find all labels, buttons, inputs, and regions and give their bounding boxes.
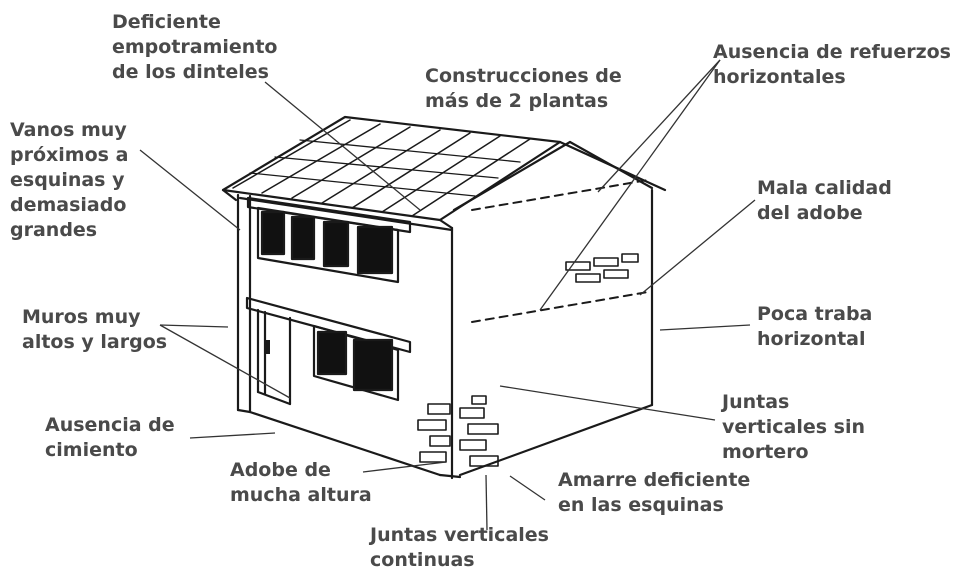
label-line: Deficiente [112,11,221,33]
label-ausencia-cimiento: Ausencia de cimiento [45,413,175,463]
mid-lintel [245,296,412,354]
wall-bricks [565,253,639,283]
label-line: grandes [10,219,98,241]
reinforcement-lines [471,179,649,323]
label-line: Juntas [722,391,790,413]
label-line: próximos a [10,144,129,166]
lower-window [312,324,400,402]
label-line: del adobe [757,202,863,224]
label-line: Mala calidad [757,177,892,199]
label-line: de los dinteles [112,61,269,83]
label-line: cimiento [45,439,138,461]
label-line: Muros muy [22,306,141,328]
label-muros-altos: Muros muy altos y largos [22,305,167,355]
label-line: esquinas y [10,169,125,191]
label-line: Construcciones de [425,65,622,87]
leader-lines [139,59,756,531]
label-line: mucha altura [230,484,372,506]
label-line: Poca traba [757,303,873,325]
front-wall [236,193,454,480]
label-amarre-deficiente: Amarre deficiente en las esquinas [558,468,750,518]
label-line: Juntas verticales [370,524,549,546]
roof [221,115,667,230]
label-line: en las esquinas [558,494,724,516]
label-line: Amarre deficiente [558,469,751,491]
label-line: altos y largos [22,331,168,353]
label-line: Ausencia de [45,414,175,436]
label-ausencia-refuerzos: Ausencia de refuerzos horizontales [713,40,951,90]
label-line: Ausencia de refuerzos [713,41,951,63]
label-line: verticales sin [722,416,865,438]
label-line: horizontales [713,66,846,88]
upper-lintel [246,196,412,234]
door [256,308,292,406]
label-construcciones-plantas: Construcciones de más de 2 plantas [425,64,622,114]
corner-bricks [417,395,499,467]
label-line: continuas [370,549,475,571]
label-line: empotramiento [112,36,278,58]
upper-windows [256,206,400,284]
label-line: horizontal [757,328,866,350]
label-line: Adobe de [230,459,331,481]
label-adobe-altura: Adobe de mucha altura [230,458,372,508]
label-juntas-continuas: Juntas verticales continuas [370,523,549,573]
label-vanos-proximos: Vanos muy próximos a esquinas y demasiad… [10,118,128,243]
label-mala-calidad-adobe: Mala calidad del adobe [757,176,892,226]
label-juntas-sin-mortero: Juntas verticales sin mortero [722,390,865,465]
label-line: mortero [722,441,809,463]
label-line: demasiado [10,194,127,216]
label-poca-traba: Poca traba horizontal [757,302,872,352]
label-line: más de 2 plantas [425,90,609,112]
label-deficiente-empotramiento: Deficiente empotramiento de los dinteles [112,10,277,85]
label-line: Vanos muy [10,119,127,141]
